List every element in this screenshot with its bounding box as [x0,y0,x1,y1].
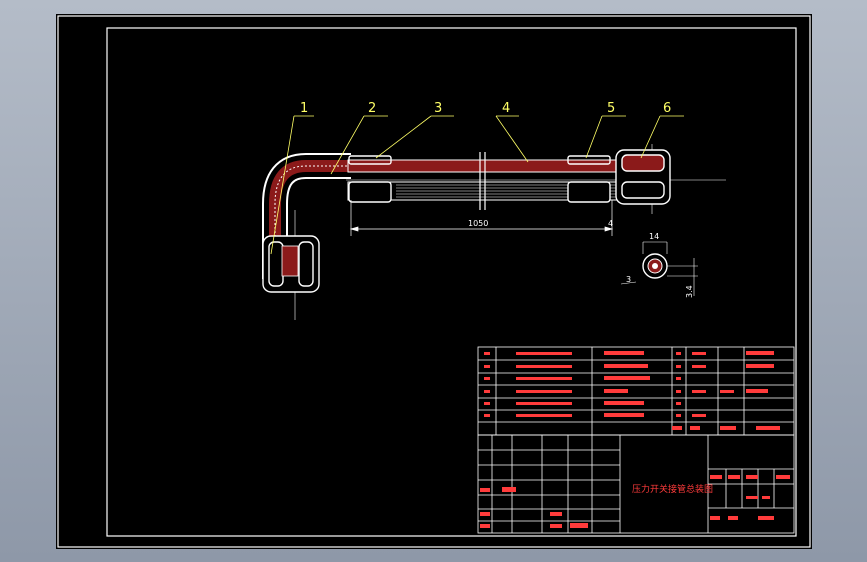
callout-labels: 1 2 3 4 5 6 [300,101,671,116]
parts-list-table [477,346,795,436]
hole-dimension-value: 3 [626,275,631,284]
leader-lines [270,115,684,255]
bent-tube [262,153,351,279]
sheet-inner-border [106,27,797,537]
small-dimension-value: 4 [608,219,613,228]
callout-4: 4 [502,101,510,116]
cad-viewport[interactable]: 1 2 3 4 5 6 1050 4 14 3 3.4 [56,14,812,549]
offset-dimension-value: 3.4 [685,285,694,298]
sheet-outer-border [57,15,811,548]
diameter-dimension-value: 14 [649,232,659,241]
length-dimension [349,200,614,236]
callout-5: 5 [607,101,615,116]
bottom-fitting [262,235,320,293]
callout-3: 3 [434,101,442,116]
straight-tube [347,152,619,210]
section-detail [620,241,698,296]
right-nut [615,149,671,205]
callout-1: 1 [300,101,308,116]
assembly-drawing: 1 2 3 4 5 6 1050 4 14 3 3.4 [57,15,811,548]
parts-list-marks [484,351,780,430]
title-block [477,434,795,534]
callout-2: 2 [368,101,376,116]
callout-6: 6 [663,101,671,116]
title-block-marks [480,475,790,528]
length-dimension-value: 1050 [468,219,488,228]
drawing-title: 压力开关接管总装图 [632,483,713,495]
